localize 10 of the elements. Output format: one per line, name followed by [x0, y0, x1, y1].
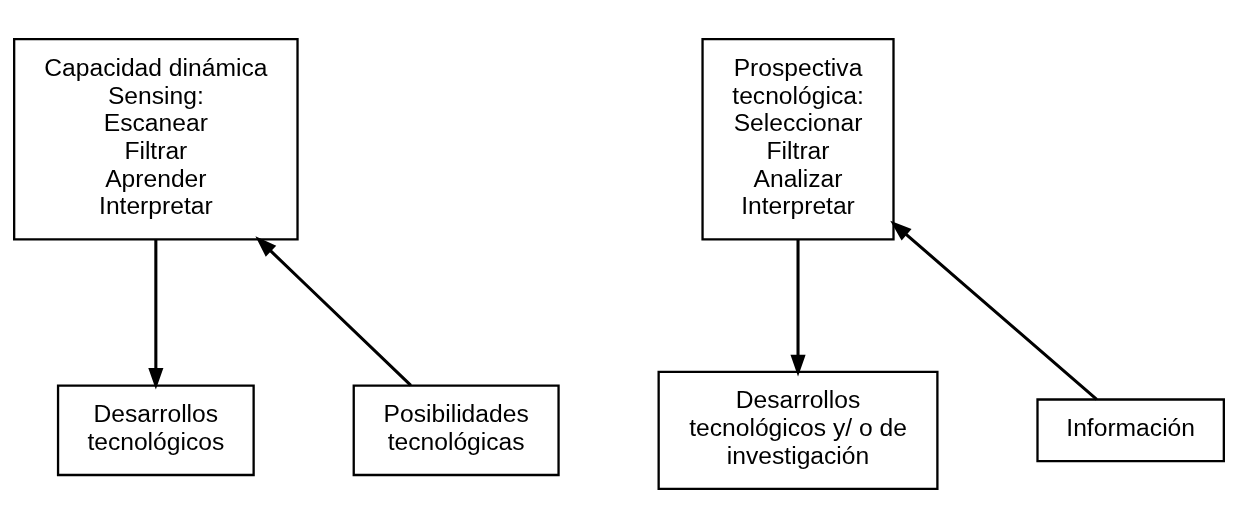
node-box: Desarrollos tecnológicos	[56, 384, 255, 476]
node-box: Información	[1036, 397, 1225, 462]
arrow	[255, 235, 412, 386]
node-box: Prospectiva tecnológica: Seleccionar Filtrar Analizar Interpretar	[701, 37, 895, 240]
arrow	[148, 239, 164, 390]
arrow	[890, 220, 1098, 401]
node-box: Posibilidades tecnológicas	[352, 384, 560, 476]
node-box: Desarrollos tecnológicos y/ o de investigación	[657, 370, 939, 490]
arrow	[790, 239, 806, 376]
node-box: Capacidad dinámica Sensing: Escanear Filtrar Aprender Interpretar	[13, 37, 299, 240]
